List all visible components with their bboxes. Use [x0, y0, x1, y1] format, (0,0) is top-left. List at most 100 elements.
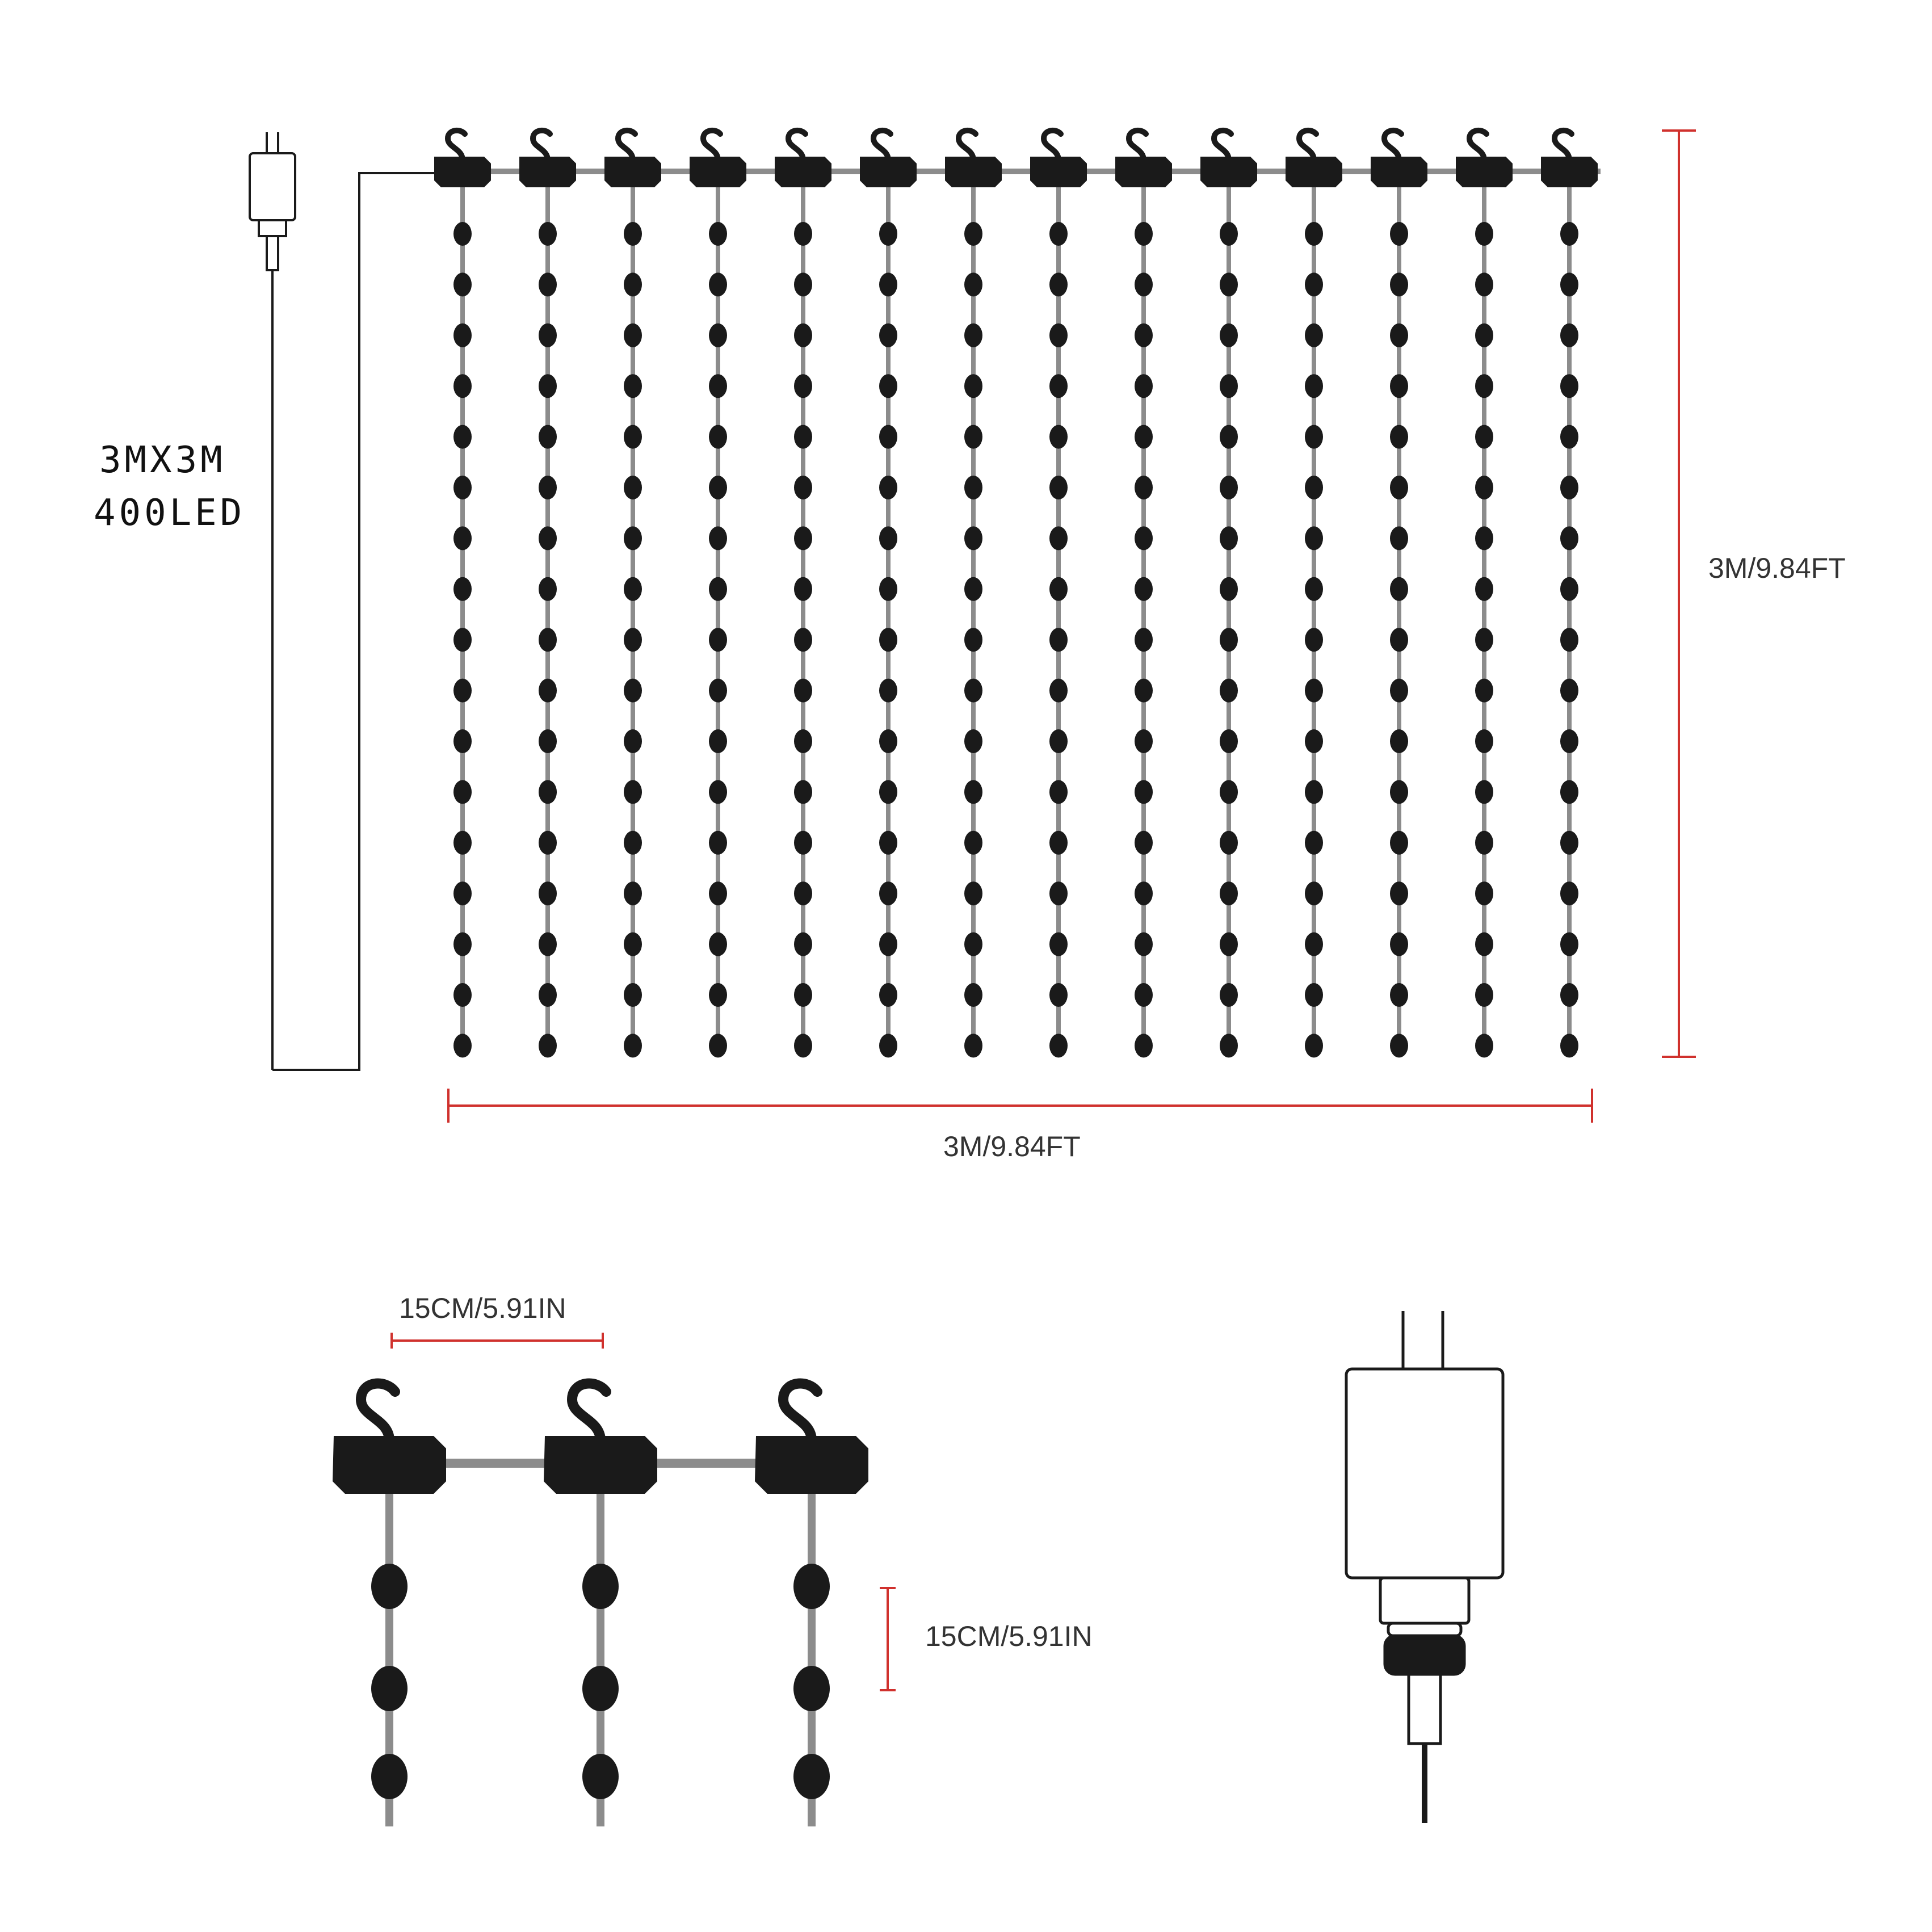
bulb-icon [453, 425, 472, 449]
bulb-icon [709, 476, 727, 499]
bulb-icon [1305, 323, 1323, 347]
bulb-icon [371, 1666, 408, 1711]
spec-size-label: 3MX3M [99, 439, 226, 481]
bulb-icon [1475, 425, 1493, 449]
plug-adapter-icon [1345, 1311, 1505, 1823]
hook-icon [690, 131, 746, 187]
bulb-icon [1305, 932, 1323, 956]
bulb-icon [964, 577, 982, 601]
bulb-icon [1560, 881, 1578, 906]
bulb-icon [1049, 323, 1068, 347]
bulb-icon [879, 526, 897, 551]
bulb-icon [1560, 577, 1578, 601]
bulb-icon [453, 222, 472, 246]
bulb-icon [1560, 323, 1578, 347]
bulb-icon [1305, 729, 1323, 753]
hook-icon [1200, 131, 1257, 187]
bulb-icon [879, 577, 897, 601]
bulb-icon [1049, 729, 1068, 753]
bulb-icon [964, 678, 982, 703]
bulb-icon [964, 272, 982, 297]
bulb-icon [453, 628, 472, 652]
bulb-icon [1390, 881, 1408, 906]
bulb-icon [709, 830, 727, 855]
bulb-icon [453, 1034, 472, 1058]
bulb-icon [1560, 476, 1578, 499]
bulb-icon [1305, 628, 1323, 652]
bulb-icon [453, 881, 472, 906]
bulb-icon [453, 526, 472, 551]
bulb-icon [1135, 729, 1153, 753]
bulb-icon [879, 678, 897, 703]
bulb-icon [709, 577, 727, 601]
bulb-icon [1475, 881, 1493, 906]
hook-icon [945, 131, 1002, 187]
bulb-icon [539, 526, 557, 551]
bulb-icon [453, 729, 472, 753]
bulb-icon [794, 678, 812, 703]
bulb-icon [1049, 678, 1068, 703]
bulb-icon [1049, 222, 1068, 246]
bulb-icon [1135, 374, 1153, 398]
bulb-icon [879, 729, 897, 753]
bulb-icon [624, 222, 642, 246]
bulb-icon [624, 881, 642, 906]
hook-icon [860, 131, 917, 187]
bulb-icon [709, 374, 727, 398]
bulb-icon [1305, 425, 1323, 449]
bulb-icon [1560, 780, 1578, 804]
bulb-icon [964, 222, 982, 246]
bulb-icon [964, 881, 982, 906]
bulb-icon [964, 830, 982, 855]
bulb-icon [371, 1754, 408, 1799]
width-dimension-label: 3M/9.84FT [943, 1131, 1081, 1162]
bulb-icon [1049, 272, 1068, 297]
bulb-icon [709, 881, 727, 906]
bulb-icon [794, 272, 812, 297]
bulb-icon [1220, 1034, 1238, 1058]
bulb-icon [1220, 374, 1238, 398]
bulb-icon [539, 983, 557, 1007]
bulb-icon [964, 780, 982, 804]
bulb-icon [1305, 678, 1323, 703]
height-dimension-label: 3M/9.84FT [1708, 552, 1846, 584]
bulb-icon [964, 983, 982, 1007]
bulb-icon [964, 932, 982, 956]
bulb-icon [879, 476, 897, 499]
bulb-icon [1049, 526, 1068, 551]
bulb-icon [539, 932, 557, 956]
small-plug-adapter-icon [249, 132, 296, 1070]
bulb-icon [1560, 830, 1578, 855]
bulb-icon [1135, 780, 1153, 804]
bulb-icon [709, 729, 727, 753]
bulb-icon [1390, 526, 1408, 551]
bulb-icon [1220, 272, 1238, 297]
bulb-icon [1560, 272, 1578, 297]
bulb-icon [582, 1564, 619, 1609]
bulb-icon [539, 577, 557, 601]
bulb-icon [1305, 780, 1323, 804]
hook-icon [1030, 131, 1087, 187]
bulb-icon [1135, 881, 1153, 906]
bulb-icon [1475, 222, 1493, 246]
bulb-icon [794, 577, 812, 601]
bulb-icon [964, 526, 982, 551]
bulb-icon [1049, 628, 1068, 652]
hook-icon [1115, 131, 1172, 187]
bulb-icon [1220, 323, 1238, 347]
bulb-icon [1220, 983, 1238, 1007]
bulb-icon [1049, 932, 1068, 956]
hook-spacing-dimension [390, 1333, 604, 1349]
bulb-icon [1135, 678, 1153, 703]
bulb-icon [1560, 222, 1578, 246]
bulb-icon [1049, 881, 1068, 906]
bulb-icon [1475, 628, 1493, 652]
bulb-icon [453, 932, 472, 956]
bulb-icon [1305, 881, 1323, 906]
hook-icon [604, 131, 661, 187]
bulb-icon [624, 272, 642, 297]
bulb-icon [879, 830, 897, 855]
bulb-icon [624, 425, 642, 449]
bulb-icon [1305, 374, 1323, 398]
bulb-icon [624, 577, 642, 601]
